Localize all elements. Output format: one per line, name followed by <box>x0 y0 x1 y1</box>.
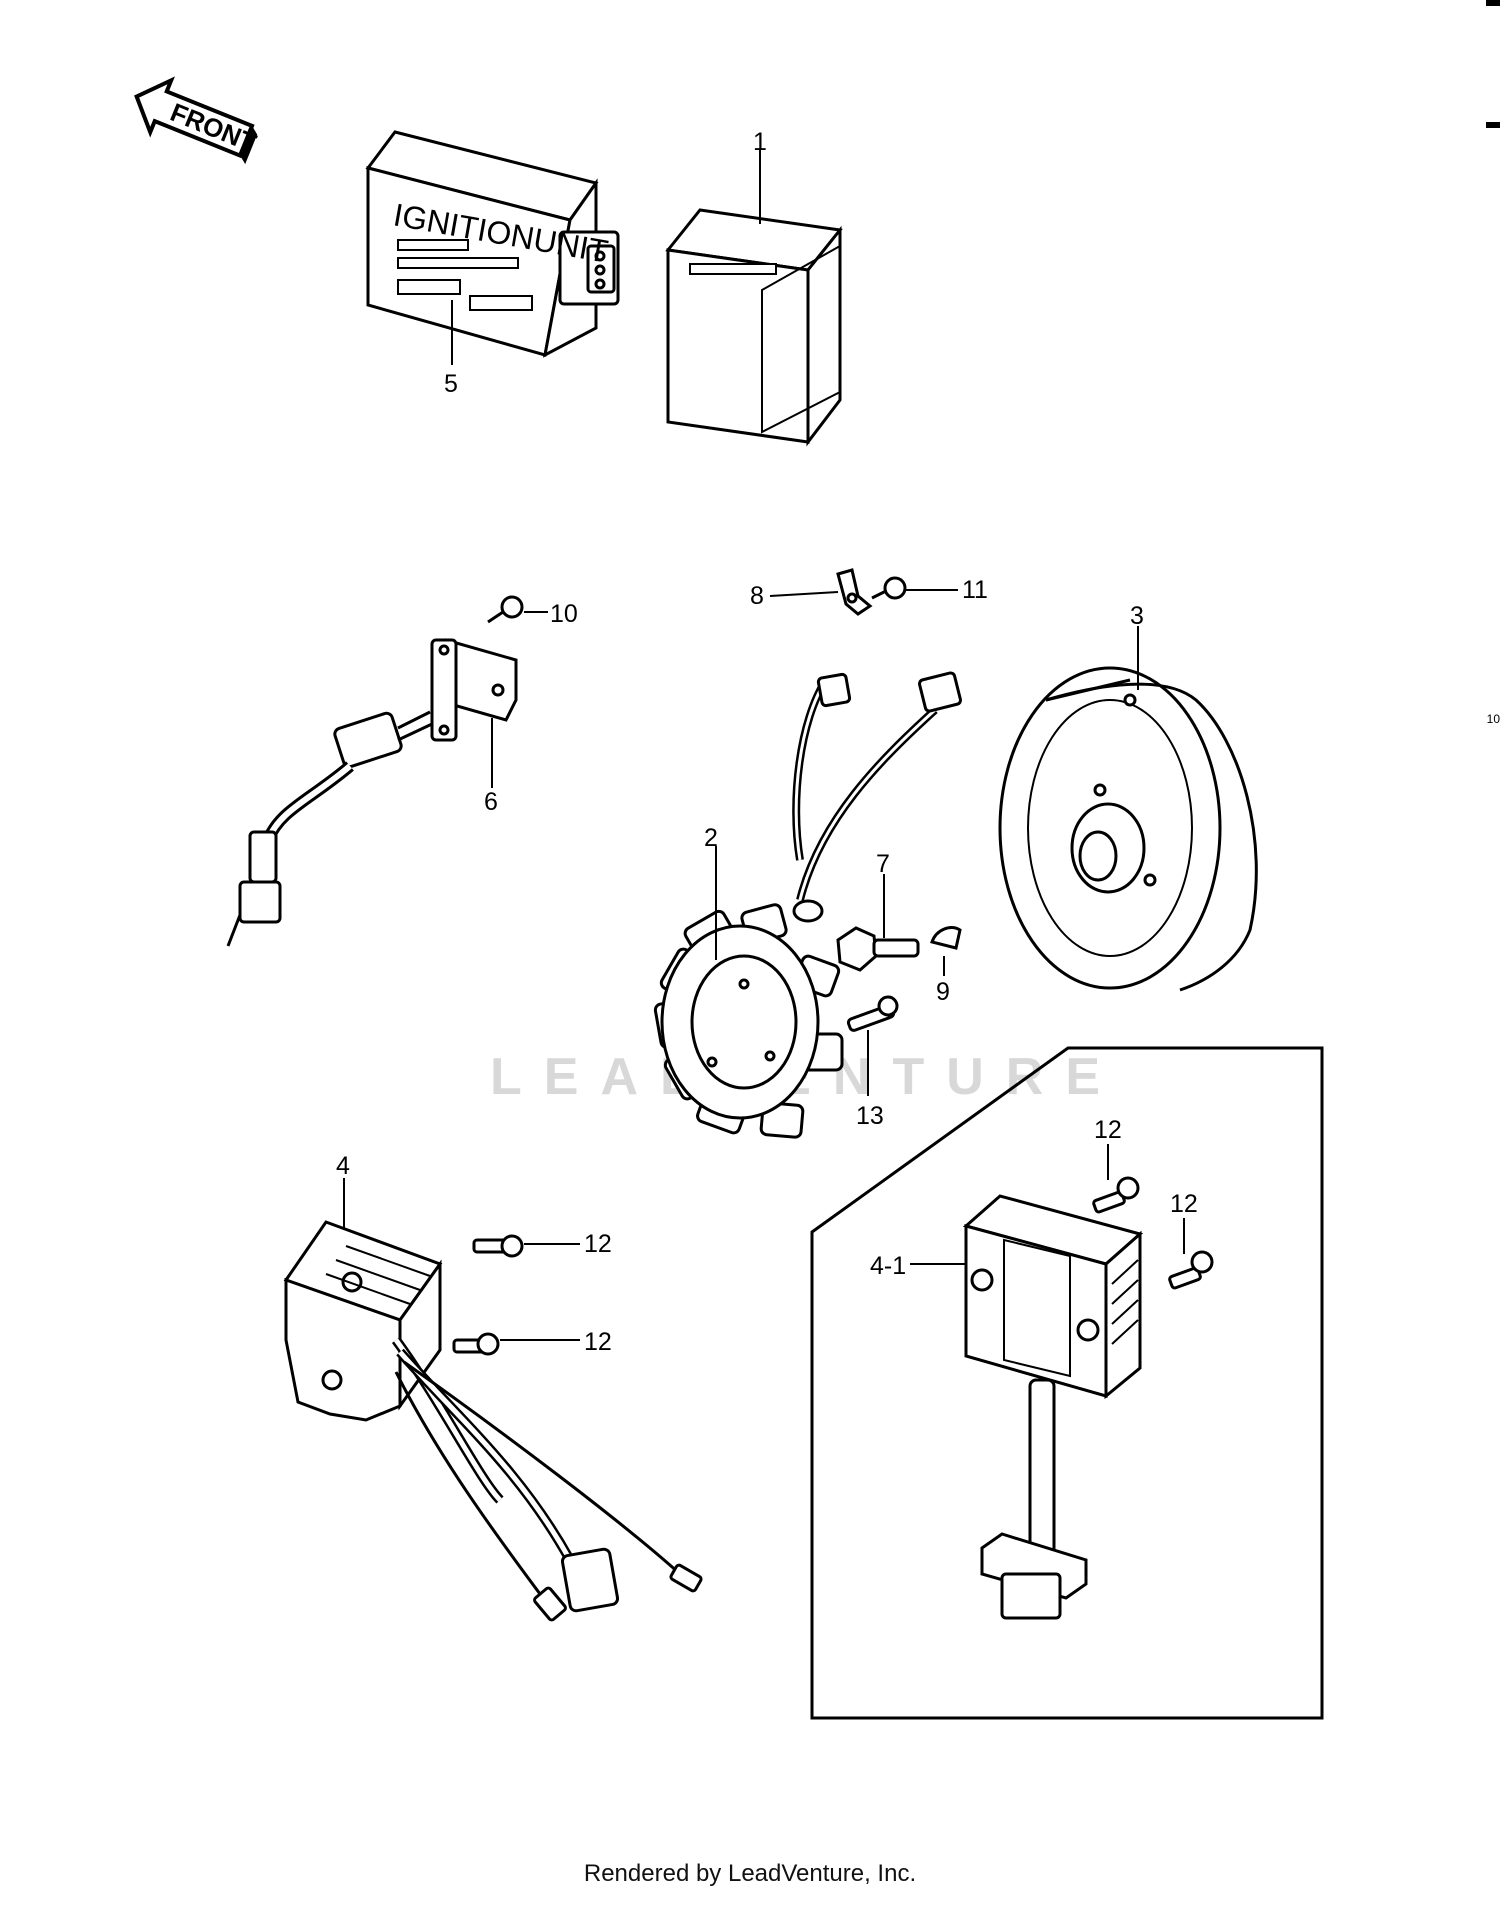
callout-11: 11 <box>962 576 988 604</box>
callout-8: 8 <box>750 582 764 610</box>
rotor-flywheel <box>998 666 1258 992</box>
bolt-12-b <box>452 1332 500 1356</box>
bolt-12-d <box>1168 1250 1214 1290</box>
bracket-8 <box>836 568 873 616</box>
callout-4: 4 <box>336 1152 350 1180</box>
callout-3: 3 <box>1130 602 1144 630</box>
callout-12-a: 12 <box>584 1230 612 1258</box>
callout-2: 2 <box>704 824 718 852</box>
screw-11 <box>871 576 907 600</box>
callout-13: 13 <box>856 1102 884 1130</box>
bolt-13 <box>846 995 899 1032</box>
regulator-rectifier <box>283 1220 703 1622</box>
callout-12-b: 12 <box>584 1328 612 1356</box>
bolt-12-c <box>1092 1176 1140 1214</box>
callout-10: 10 <box>550 600 578 628</box>
footer-credit: Rendered by LeadVenture, Inc. <box>583 1860 917 1887</box>
regulator-rectifier-alt <box>962 1194 1144 1620</box>
callout-6: 6 <box>484 788 498 816</box>
front-arrow: FRONT <box>134 76 261 165</box>
edge-mark-top <box>1486 0 1500 6</box>
ignition-unit <box>365 130 620 358</box>
pickup-coil <box>226 638 518 947</box>
ignition-cover <box>665 208 843 447</box>
inset-frame <box>810 1046 1324 1720</box>
bolt-12-a <box>472 1234 524 1258</box>
callout-12-d: 12 <box>1170 1190 1198 1218</box>
front-arrow-label: FRONT <box>166 97 260 158</box>
bolt-10 <box>487 595 524 624</box>
callout-1: 1 <box>753 128 767 156</box>
callout-9: 9 <box>936 978 950 1006</box>
woodruff-key <box>930 926 962 950</box>
edge-label: 10 <box>1486 712 1500 726</box>
stator <box>653 671 962 1139</box>
callout-7: 7 <box>876 850 890 878</box>
callout-12-c: 12 <box>1094 1116 1122 1144</box>
bolt-7 <box>836 926 920 972</box>
edge-mark-middle <box>1486 122 1500 128</box>
callout-5: 5 <box>444 370 458 398</box>
callout-4-1: 4-1 <box>870 1252 906 1280</box>
